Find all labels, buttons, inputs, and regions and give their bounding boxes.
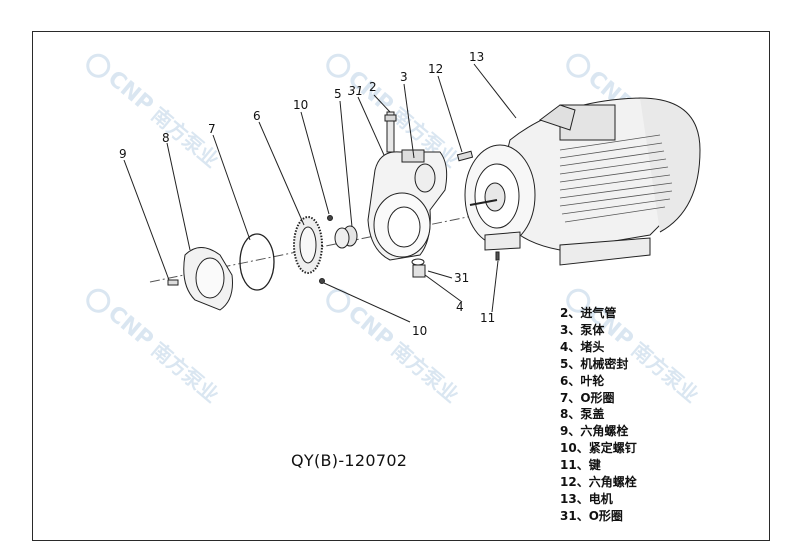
- callout-7: 7: [208, 122, 216, 136]
- callout-9: 9: [119, 147, 127, 161]
- hex-bolt: [167, 279, 179, 286]
- callout-13: 13: [469, 50, 485, 64]
- callout-10-bottom: 10: [412, 324, 428, 338]
- legend-item: 7、O形圈: [560, 390, 615, 405]
- callout-2: 2: [369, 80, 377, 94]
- callout-6: 6: [253, 109, 261, 123]
- o-ring: [239, 233, 275, 291]
- callout-31-top: 31: [348, 84, 364, 98]
- pump-body: [367, 149, 448, 261]
- key: [495, 251, 500, 261]
- callout-11: 11: [480, 311, 496, 325]
- legend-item: 6、叶轮: [560, 373, 605, 388]
- air-inlet-pipe: [384, 111, 397, 153]
- legend-item: 13、电机: [560, 491, 613, 506]
- callout-8: 8: [162, 131, 170, 145]
- legend-item: 2、进气管: [560, 306, 617, 320]
- legend-item: 11、键: [560, 458, 601, 473]
- hex-bolt: [456, 150, 474, 162]
- drawing-frame: [32, 31, 770, 541]
- legend-item: 3、泵体: [560, 322, 605, 337]
- callout-10-top: 10: [293, 98, 309, 112]
- parts-legend: 2、进气管 3、泵体 4、堵头 5、机械密封 6、叶轮 7、O形圈 8、泵盖 9…: [560, 305, 637, 525]
- legend-item: 5、机械密封: [560, 356, 629, 371]
- legend-item: 8、泵盖: [560, 407, 605, 422]
- legend-item: 12、六角螺栓: [560, 475, 637, 490]
- callout-12: 12: [428, 62, 444, 76]
- model-number: QY(B)-120702: [291, 451, 408, 470]
- pump-cover: [183, 247, 233, 311]
- callout-5: 5: [334, 87, 342, 101]
- legend-item: 4、堵头: [560, 339, 605, 354]
- impeller: [293, 216, 323, 274]
- legend-item: 10、紧定螺钉: [560, 441, 637, 456]
- motor: [464, 97, 701, 266]
- mechanical-seal: [334, 225, 358, 249]
- legend-item: 9、六角螺栓: [560, 424, 629, 439]
- plug: [411, 258, 426, 278]
- callout-31-bottom: 31: [454, 271, 470, 285]
- callout-3: 3: [400, 70, 408, 84]
- callout-4: 4: [456, 300, 464, 314]
- legend-item: 31、O形圈: [560, 508, 623, 523]
